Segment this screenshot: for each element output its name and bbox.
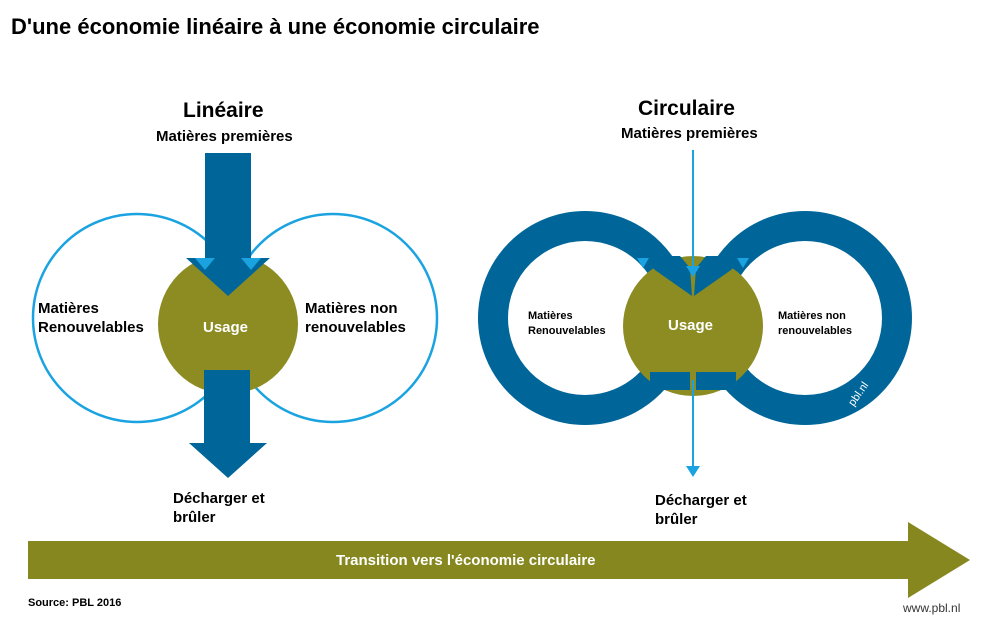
circular-input-label: Matières premières <box>621 125 758 142</box>
circular-left-label-line2: Renouvelables <box>528 325 606 337</box>
circular-bottom-right-joint <box>696 372 736 390</box>
transition-label: Transition vers l'économie circulaire <box>336 552 596 569</box>
linear-usage-circle <box>158 254 298 394</box>
page-title: D'une économie linéaire à une économie c… <box>11 14 540 39</box>
circular-right-small-arrowhead <box>737 258 749 268</box>
circular-usage-circle <box>623 256 763 396</box>
circular-left-label-line1: Matières <box>528 310 573 322</box>
source-note: Source: PBL 2016 <box>28 597 122 609</box>
linear-diagram <box>31 153 439 478</box>
linear-usage-label: Usage <box>203 319 249 336</box>
circular-right-label-line1: Matières non <box>778 310 846 322</box>
linear-output-label-line2: brûler <box>173 509 216 526</box>
website-link: www.pbl.nl <box>903 601 961 615</box>
circular-right-label-line2: renouvelables <box>778 325 852 337</box>
linear-left-label-line2: Renouvelables <box>38 319 144 336</box>
linear-input-label: Matières premières <box>156 128 293 145</box>
circular-right-arrowhead <box>694 256 746 296</box>
transition-arrow <box>28 522 970 598</box>
circular-output-arrowhead <box>686 466 700 477</box>
circular-left-small-arrowhead <box>637 258 649 268</box>
linear-right-label-line2: renouvelables <box>305 319 406 336</box>
linear-heading: Linéaire <box>183 99 264 122</box>
circular-left-arrowhead <box>640 256 692 296</box>
linear-output-arrow <box>189 370 267 478</box>
circular-usage-label: Usage <box>668 317 714 334</box>
linear-left-inflow-arrowhead <box>195 258 215 270</box>
circular-output-label-line1: Décharger et <box>655 492 747 509</box>
circular-diagram <box>478 150 912 477</box>
linear-right-label-line1: Matières non <box>305 300 398 317</box>
circular-input-arrowhead <box>686 266 700 277</box>
circular-heading: Circulaire <box>638 97 735 120</box>
circular-output-label-line2: brûler <box>655 511 698 528</box>
linear-output-label-line1: Décharger et <box>173 490 265 507</box>
linear-left-label-line1: Matières <box>38 300 99 317</box>
circular-bottom-left-joint <box>650 372 690 390</box>
linear-right-inflow-arrowhead <box>241 258 261 270</box>
